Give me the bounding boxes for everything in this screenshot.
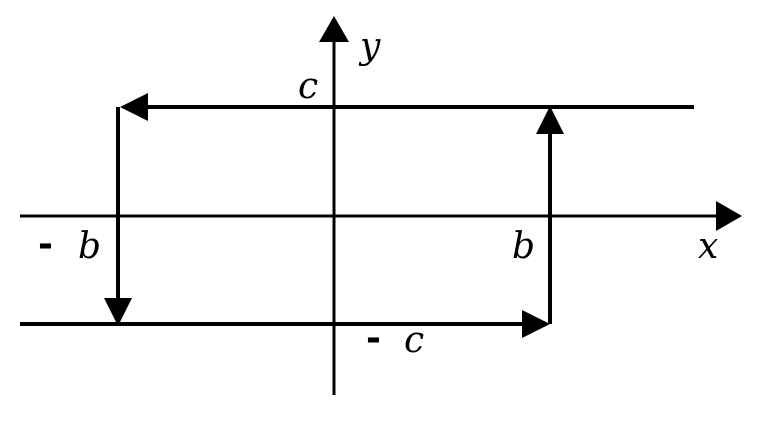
neg-threshold-sign: - [38,224,53,265]
y-axis-label: y [358,26,381,67]
bottom-right-arrowhead [522,310,550,338]
right-up-arrowhead [536,106,564,134]
bottom-level-label: c [404,320,424,361]
top-level-label: c [298,66,318,107]
x-axis-arrowhead [716,201,742,231]
top-left-arrowhead [120,93,148,121]
pos-threshold-label: b [512,226,535,267]
y-axis-arrowhead [319,16,349,42]
neg-threshold-label: b [78,226,101,267]
x-axis-label: x [698,226,718,267]
bottom-level-sign: - [366,318,381,359]
left-down-arrowhead [104,298,132,326]
